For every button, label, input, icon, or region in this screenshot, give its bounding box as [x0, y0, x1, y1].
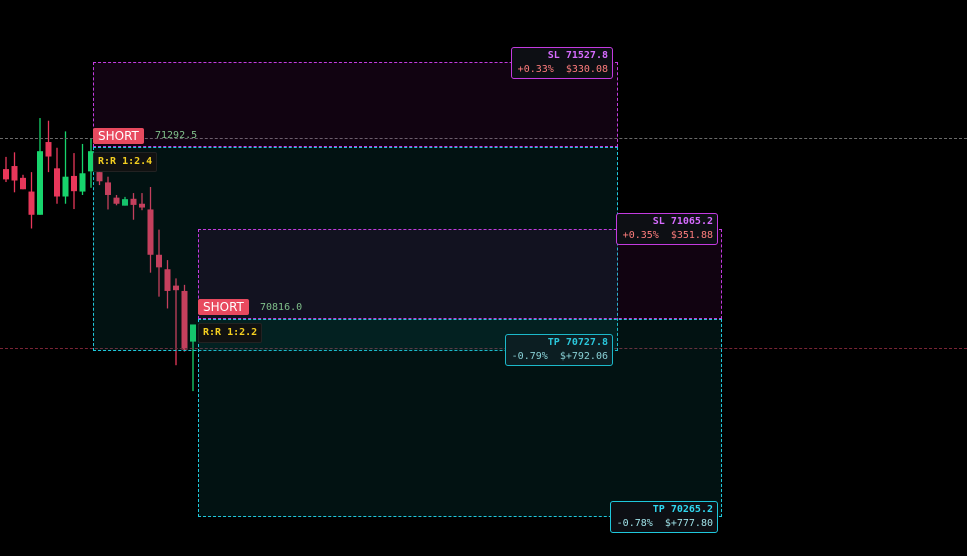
position-1-entry-price: 71292.5 — [155, 130, 198, 141]
candle-body — [130, 198, 137, 205]
position-1-tp-pct: -0.79% — [511, 351, 548, 362]
position-2-tp-amount: $+777.80 — [664, 518, 713, 529]
candle-body — [28, 191, 35, 215]
position-2-tp-pct: -0.78% — [616, 518, 653, 529]
position-1-rr-badge: R:R 1:2.4 — [93, 152, 158, 172]
position-1-tp-price: TP 70727.8 — [547, 337, 608, 348]
candle-body — [3, 169, 9, 180]
candle-body — [156, 254, 162, 268]
position-2-rr-badge: R:R 1:2.2 — [198, 323, 263, 343]
candles-layer — [3, 118, 196, 392]
position-2-tp-zone[interactable] — [198, 319, 722, 517]
candle-body — [113, 197, 120, 204]
candle-body — [37, 151, 43, 215]
candle-body — [11, 166, 18, 181]
candle-body — [96, 172, 103, 182]
position-2-sl-price: SL 71065.2 — [652, 216, 713, 227]
candle-body — [20, 177, 26, 190]
tp-price-line — [0, 348, 967, 349]
candle-body — [45, 142, 52, 157]
position-1-sl-amount: $330.08 — [565, 64, 608, 75]
candle-body — [88, 151, 94, 172]
candle-body — [147, 209, 154, 255]
candle-body — [139, 203, 145, 208]
candle-body — [79, 173, 86, 192]
position-2-sl-pct: +0.35% — [622, 230, 659, 241]
position-2-sl-amount: $351.88 — [670, 230, 713, 241]
position-2-sl-label[interactable]: SL 71065.2 +0.35% $351.88 — [616, 213, 718, 245]
candle-body — [190, 324, 196, 342]
candle-body — [105, 182, 111, 195]
candle-body — [54, 168, 60, 197]
position-1-side-badge[interactable]: SHORT — [93, 128, 144, 144]
position-2-tp-price: TP 70265.2 — [652, 504, 713, 515]
candle-body — [164, 269, 171, 291]
position-2-tp-label[interactable]: TP 70265.2 -0.78% $+777.80 — [610, 501, 718, 533]
candle-body — [62, 176, 69, 197]
position-1-tp-label[interactable]: TP 70727.8 -0.79% $+792.06 — [505, 334, 613, 366]
position-1-sl-price: SL 71527.8 — [547, 50, 608, 61]
position-1-tp-amount: $+792.06 — [559, 351, 608, 362]
position-2-side-badge[interactable]: SHORT — [198, 299, 249, 315]
position-1-sl-label[interactable]: SL 71527.8 +0.33% $330.08 — [511, 47, 613, 79]
candle-body — [71, 175, 77, 192]
position-2-entry-price: 70816.0 — [260, 302, 303, 313]
candle-body — [122, 199, 128, 206]
candle-body — [173, 285, 179, 291]
entry-price-line — [0, 138, 967, 139]
candle-body — [181, 290, 188, 350]
position-1-sl-pct: +0.33% — [517, 64, 554, 75]
position-1-tp-zone[interactable] — [93, 147, 618, 351]
